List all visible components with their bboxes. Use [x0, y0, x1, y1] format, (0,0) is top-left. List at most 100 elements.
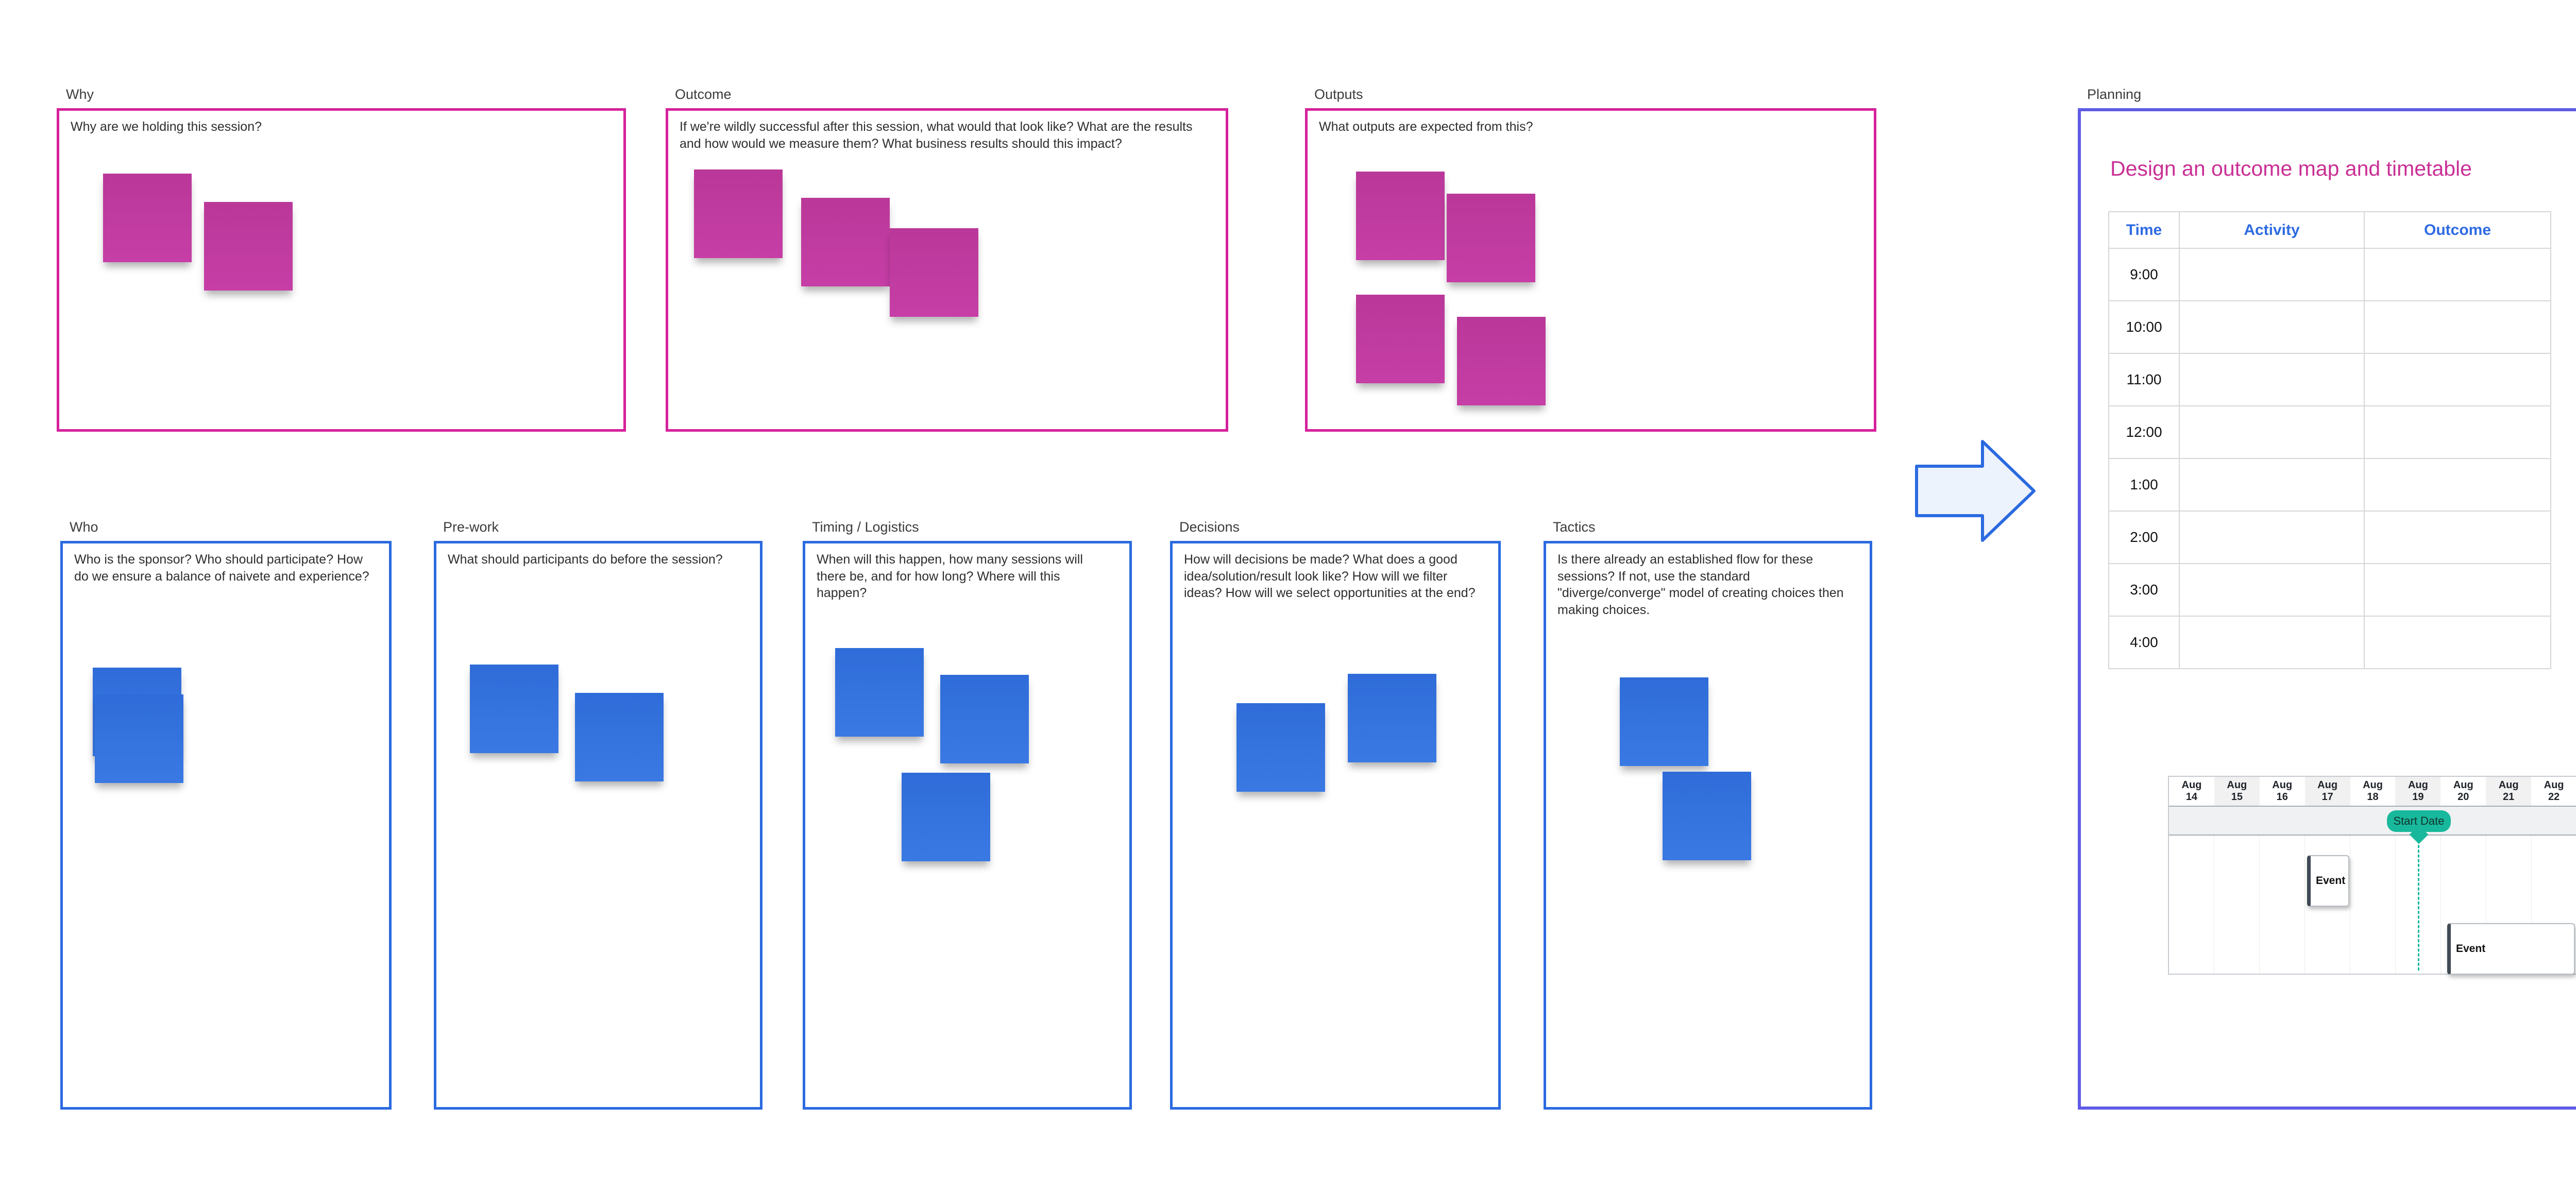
sticky-note[interactable]: [1356, 172, 1445, 260]
agenda-activity-cell[interactable]: [2179, 300, 2365, 354]
agenda-time-cell: 4:00: [2108, 616, 2180, 669]
sticky-note[interactable]: [204, 202, 293, 291]
agenda-outcome-cell[interactable]: [2364, 616, 2551, 669]
timeline-grid-column: [2486, 836, 2532, 974]
agenda-outcome-cell[interactable]: [2364, 458, 2551, 512]
frame-why[interactable]: [57, 108, 626, 432]
agenda-row: 10:00: [2108, 300, 2551, 354]
frame-prework[interactable]: [434, 541, 762, 1110]
timeline-grid-column: [2350, 836, 2396, 974]
agenda-time-cell: 1:00: [2108, 458, 2180, 512]
start-date-dashed-line: [2418, 836, 2419, 971]
agenda-outcome-cell[interactable]: [2364, 563, 2551, 617]
frame-question-decisions: How will decisions be made? What does a …: [1184, 552, 1476, 600]
sticky-note[interactable]: [103, 174, 192, 262]
right-arrow-icon: [1915, 440, 2036, 542]
agenda-header-time: Time: [2108, 211, 2180, 249]
sticky-note[interactable]: [1447, 194, 1535, 282]
frame-label-timing: Timing / Logistics: [812, 519, 919, 535]
agenda-row: 11:00: [2108, 353, 2551, 406]
timeline-grid-column: [2441, 836, 2486, 974]
frame-label-who: Who: [70, 519, 98, 535]
agenda-activity-cell[interactable]: [2179, 248, 2365, 301]
event-label: Event: [2316, 875, 2346, 887]
agenda-outcome-cell[interactable]: [2364, 405, 2551, 459]
sticky-note[interactable]: [801, 198, 890, 286]
frame-question-outputs: What outputs are expected from this?: [1319, 120, 1533, 134]
frame-question-who: Who is the sponsor? Who should participa…: [74, 552, 369, 584]
agenda-outcome-cell[interactable]: [2364, 248, 2551, 301]
agenda-header-outcome: Outcome: [2364, 211, 2551, 249]
sticky-note[interactable]: [575, 693, 664, 781]
agenda-row: 2:00: [2108, 511, 2551, 564]
agenda-row: 4:00: [2108, 616, 2551, 669]
agenda-activity-cell[interactable]: [2179, 353, 2365, 406]
agenda-activity-cell[interactable]: [2179, 563, 2365, 617]
sticky-note[interactable]: [1356, 295, 1445, 383]
agenda-outcome-cell[interactable]: [2364, 511, 2551, 564]
agenda-time-cell: 9:00: [2108, 248, 2180, 301]
sticky-note[interactable]: [1663, 772, 1751, 860]
timeline-grid-column: [2396, 836, 2441, 974]
sticky-note[interactable]: [835, 648, 924, 737]
frame-label-why: Why: [66, 87, 94, 102]
agenda-outcome-cell[interactable]: [2364, 300, 2551, 354]
agenda-activity-cell[interactable]: [2179, 616, 2365, 669]
planning-title: Design an outcome map and timetable: [2110, 157, 2472, 180]
frame-label-planning: Planning: [2087, 87, 2142, 102]
agenda-header-row: Time Activity Outcome: [2108, 211, 2551, 249]
sticky-note[interactable]: [694, 169, 783, 258]
timeline-grid-column: [2169, 836, 2214, 974]
timeline-event[interactable]: Event: [2307, 855, 2349, 907]
agenda-activity-cell[interactable]: [2179, 511, 2365, 564]
agenda-time-cell: 3:00: [2108, 563, 2180, 617]
frame-question-timing: When will this happen, how many sessions…: [817, 552, 1083, 600]
frame-decisions[interactable]: [1170, 541, 1501, 1110]
frame-who[interactable]: [60, 541, 392, 1110]
agenda-header-activity: Activity: [2179, 211, 2365, 249]
sticky-note[interactable]: [1236, 703, 1325, 792]
sticky-note[interactable]: [470, 665, 558, 753]
event-label: Event: [2456, 943, 2486, 955]
sticky-note[interactable]: [1620, 677, 1708, 766]
frame-question-outcome: If we're wildly successful after this se…: [680, 120, 1193, 151]
sticky-note[interactable]: [1457, 317, 1546, 405]
sticky-note[interactable]: [1348, 674, 1436, 762]
sticky-note[interactable]: [902, 773, 990, 861]
frame-question-why: Why are we holding this session?: [71, 120, 262, 134]
timeline-events-area: Event Event: [2169, 836, 2576, 975]
frame-question-prework: What should participants do before the s…: [448, 552, 723, 567]
frame-planning[interactable]: Design an outcome map and timetable Time…: [2078, 108, 2576, 1110]
agenda-row: 12:00: [2108, 405, 2551, 459]
sticky-note[interactable]: [95, 694, 183, 783]
agenda-activity-cell[interactable]: [2179, 458, 2365, 512]
agenda-time-cell: 11:00: [2108, 353, 2180, 406]
timeline-marker-band: Start Date: [2169, 806, 2576, 844]
frame-label-prework: Pre-work: [443, 519, 499, 535]
start-date-marker[interactable]: Start Date: [2387, 810, 2451, 832]
sticky-note[interactable]: [890, 228, 978, 317]
agenda-outcome-cell[interactable]: [2364, 353, 2551, 406]
agenda-row: 3:00: [2108, 563, 2551, 617]
timeline-grid-column: [2260, 836, 2305, 974]
agenda-activity-cell[interactable]: [2179, 405, 2365, 459]
timeline-event[interactable]: Event: [2447, 923, 2575, 975]
frame-label-decisions: Decisions: [1179, 519, 1240, 535]
agenda-row: 9:00: [2108, 248, 2551, 301]
timeline-grid-column: [2214, 836, 2260, 974]
agenda-row: 1:00: [2108, 458, 2551, 512]
frame-outputs[interactable]: [1305, 108, 1876, 432]
frame-label-outcome: Outcome: [675, 87, 732, 102]
right-arrow-shape[interactable]: [1911, 435, 2040, 546]
agenda-time-cell: 2:00: [2108, 511, 2180, 564]
sticky-note[interactable]: [940, 675, 1029, 763]
